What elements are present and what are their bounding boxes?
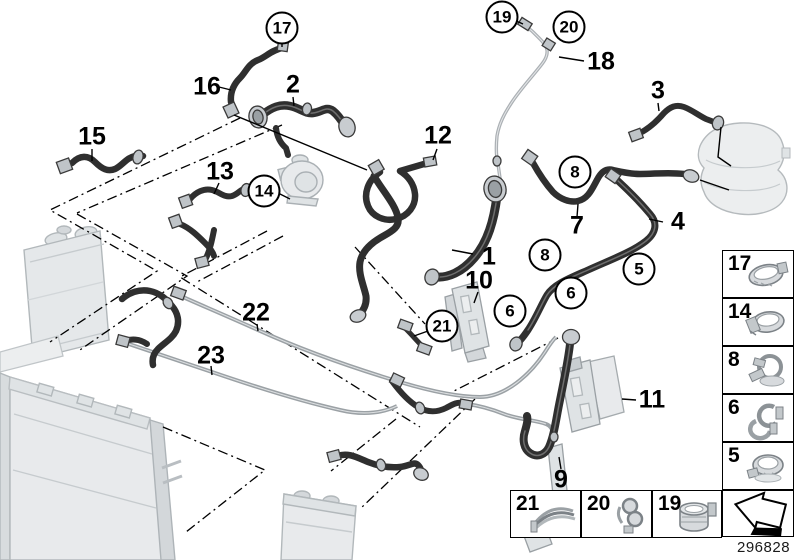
- water-pump: [277, 154, 324, 207]
- legend-box-14[interactable]: 14: [722, 298, 794, 346]
- fittings: [55, 10, 725, 481]
- callout-20[interactable]: 20: [552, 10, 586, 44]
- callout-23[interactable]: 23: [197, 341, 225, 370]
- hose-16: [227, 44, 286, 116]
- diagram-number: 296828: [737, 539, 791, 556]
- legend-label: 21: [516, 492, 540, 515]
- callout-2[interactable]: 2: [286, 70, 300, 99]
- legend-box-8[interactable]: 8: [722, 346, 794, 394]
- small-radiator-top-left: [23, 225, 110, 360]
- callout-6[interactable]: 6: [493, 294, 527, 328]
- legend-box-19[interactable]: 19: [652, 490, 722, 538]
- hose-7: [529, 159, 688, 205]
- callout-15[interactable]: 15: [78, 122, 106, 151]
- coolant-pipe-22: [182, 295, 558, 400]
- holder-ring-icon: [679, 502, 717, 532]
- callout-12[interactable]: 12: [424, 121, 452, 150]
- clip-clamp-icon: [748, 403, 784, 441]
- callout-13[interactable]: 13: [206, 157, 234, 186]
- legend-label: 5: [728, 444, 740, 467]
- callout-9[interactable]: 9: [554, 465, 568, 494]
- legend-label: 8: [728, 348, 740, 371]
- hose-13: [187, 186, 247, 202]
- callout-1[interactable]: 1: [482, 242, 496, 271]
- quick-release-clamp-icon: [746, 454, 784, 483]
- main-radiator: [0, 372, 183, 560]
- legend-box-6[interactable]: 6: [722, 394, 794, 442]
- legend-box-20[interactable]: 20: [581, 490, 652, 538]
- hose-13-lower: [177, 221, 217, 259]
- callout-17[interactable]: 17: [265, 11, 299, 45]
- hose-15: [68, 152, 147, 174]
- callout-6[interactable]: 6: [554, 276, 588, 310]
- callout-5[interactable]: 5: [622, 252, 656, 286]
- legend-box-21[interactable]: 21: [510, 490, 581, 538]
- callout-7[interactable]: 7: [570, 211, 584, 240]
- direction-arrow-icon: [733, 491, 788, 536]
- callout-14[interactable]: 14: [247, 174, 281, 208]
- legend-label: 20: [587, 492, 611, 515]
- callout-3[interactable]: 3: [651, 76, 665, 105]
- legend-label: 19: [658, 492, 682, 515]
- legend-box-5[interactable]: 5: [722, 442, 794, 490]
- hose-9: [519, 340, 574, 460]
- callout-21[interactable]: 21: [425, 309, 459, 343]
- callout-4[interactable]: 4: [671, 207, 685, 236]
- hose-bottom-a: [389, 378, 469, 415]
- callout-22[interactable]: 22: [242, 298, 270, 327]
- legend-box-17[interactable]: 17: [722, 250, 794, 298]
- auxiliary-radiator-bottom: [280, 490, 357, 560]
- protection-strip-icon: [530, 507, 576, 533]
- expansion-tank: [697, 122, 791, 216]
- screw-clamp-icon: [745, 311, 785, 336]
- callout-10[interactable]: 10: [465, 266, 493, 295]
- holder-bracket-11: [559, 355, 625, 433]
- hose-pump-down: [355, 172, 402, 319]
- coolant-pipe-23: [125, 341, 555, 436]
- callout-19[interactable]: 19: [485, 0, 519, 34]
- hose-3: [637, 102, 717, 136]
- reference-leader-lines: [48, 117, 559, 533]
- legend-label: 6: [728, 396, 740, 419]
- hose-2-branch: [273, 125, 291, 158]
- callout-8[interactable]: 8: [558, 155, 592, 189]
- callout-18[interactable]: 18: [587, 47, 615, 76]
- callout-16[interactable]: 16: [193, 72, 221, 101]
- hoses: [68, 44, 717, 479]
- legend-box-direction-arrow[interactable]: [722, 490, 794, 537]
- radiator-side-slab: [0, 335, 64, 373]
- hose-left-cluster: [118, 287, 182, 369]
- legend-label: 14: [728, 300, 752, 323]
- callout-8[interactable]: 8: [528, 238, 562, 272]
- spring-clamp-icon: [748, 354, 785, 387]
- callout-11[interactable]: 11: [638, 385, 666, 414]
- worm-drive-clamp-icon: [748, 261, 789, 287]
- legend-label: 17: [728, 252, 752, 275]
- line-clip-icon: [616, 497, 644, 534]
